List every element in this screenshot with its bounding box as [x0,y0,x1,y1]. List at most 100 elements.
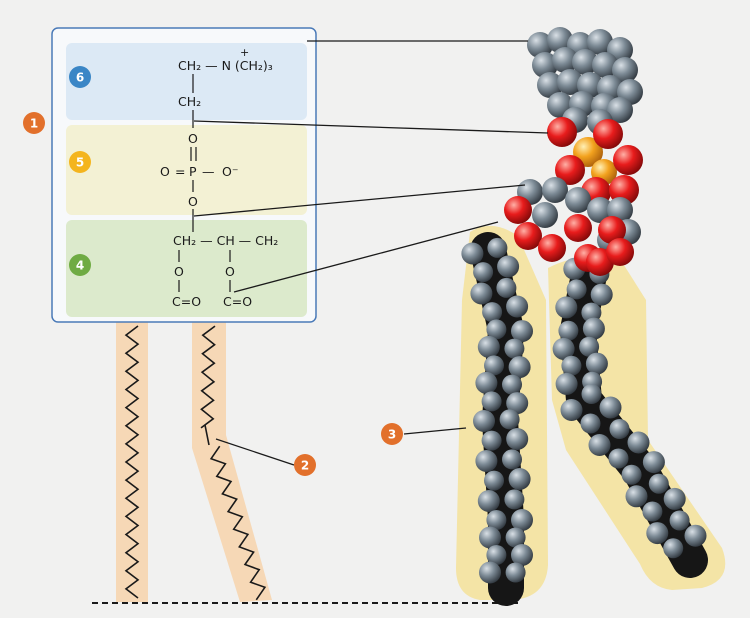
glycerol-region [66,220,307,317]
phosphate-eq: = [175,164,185,179]
carbon-atom [475,371,498,394]
head-group-panel [51,27,317,323]
phosphate-o-top: O [188,131,198,146]
carbon-atom [581,384,602,404]
carbon-atom [607,97,633,123]
carbon-atom [565,187,591,213]
label-2: 2 [294,454,316,476]
carbon-atom [470,282,493,305]
carbon-atom [608,448,629,469]
label-1-number: 1 [30,117,38,131]
leader-glycerol [233,221,499,293]
carbon-atom [558,320,579,341]
oxygen-atom [538,234,566,262]
carbon-atom [585,352,608,375]
carbon-atom [648,473,669,494]
carbon-atom [552,47,578,73]
carbon-atom [477,490,500,512]
carbon-atom [481,430,502,451]
carbonyl-right: C=O [223,294,252,309]
oxygen-atom [514,222,542,250]
carbon-atom [588,434,611,456]
carbon-atom [579,336,600,357]
carbon-atom [552,337,575,360]
carbon-atom [642,501,663,522]
carbon-atom [542,177,568,203]
label-5-number: 5 [76,156,84,170]
saturated-tail-band [116,322,148,602]
carbon-atom [663,538,684,559]
carbon-atom [502,449,522,470]
carbon-atom [504,338,525,359]
carbon-atom [502,374,522,395]
carbon-atom [642,451,665,474]
carbon-atom [590,283,613,306]
carbon-atom [473,410,495,432]
oxygen-atom [606,238,634,266]
label-4: 4 [69,254,91,276]
carbon-atom [511,509,533,531]
oxygen-atom [564,214,592,242]
oxygen-atom [555,155,585,185]
oxygen-atom [598,216,626,244]
choline-ch2: CH₂ [178,94,201,109]
carbon-atom [566,279,587,300]
carbon-atom [684,524,707,547]
carbon-atom [663,487,686,510]
carbon-atom [547,27,573,53]
carbon-atom [505,562,526,583]
saturated-fatty-acid-tail [124,325,140,599]
carbon-atom [560,399,583,421]
carbon-atom [486,319,507,340]
leader-lines [193,40,549,466]
carbon-atom [627,431,650,454]
carbon-atom [486,545,507,565]
unsaturated-tail-band [192,322,272,602]
oxygen-atom [547,117,577,147]
label-3-number: 3 [388,428,396,442]
carbon-atom [479,526,501,549]
label-6: 6 [69,66,91,88]
carbon-atom [592,52,618,78]
carbon-atom [557,69,583,95]
carbon-atom [646,522,669,545]
carbon-atom [506,392,529,415]
carbon-atom [537,72,563,98]
carbon-atom [580,413,601,434]
carbon-atom [487,237,508,258]
label-5: 5 [69,151,91,173]
carbon-atom [612,57,638,83]
label-4-dot [69,254,91,276]
carbon-atom [482,302,503,323]
carbon-atom [587,29,613,55]
choline-region [66,43,307,120]
leader-phosphate-top [193,120,549,134]
carbon-atom [582,317,605,340]
ester-o-right: O [225,264,235,279]
space-filling-model [456,27,726,606]
carbon-atom [581,302,602,323]
label-1: 1 [23,112,45,134]
carbon-atom [555,296,578,319]
carbon-atom [587,197,613,223]
phosphate-region [66,125,307,215]
label-1-dot [23,112,45,134]
carbon-atom [473,262,494,283]
oxygen-atom [613,145,643,175]
carbon-atom [505,527,526,548]
label-3: 3 [381,423,403,445]
leader-phosphate-bottom [193,184,526,217]
carbon-atom [486,510,507,530]
carbon-atom [479,561,501,584]
carbon-atom [572,49,598,75]
carbon-atom [475,450,498,472]
carbon-atom [508,356,531,379]
carbon-atom [532,52,558,78]
leader-model [403,427,467,435]
carbon-atom [497,255,520,278]
label-4-number: 4 [76,259,84,273]
unsaturated-tail-upper-segment [200,325,216,429]
carbon-atom [477,335,500,358]
phosphate-o-left: O [160,164,170,179]
carbon-atom [504,489,525,510]
